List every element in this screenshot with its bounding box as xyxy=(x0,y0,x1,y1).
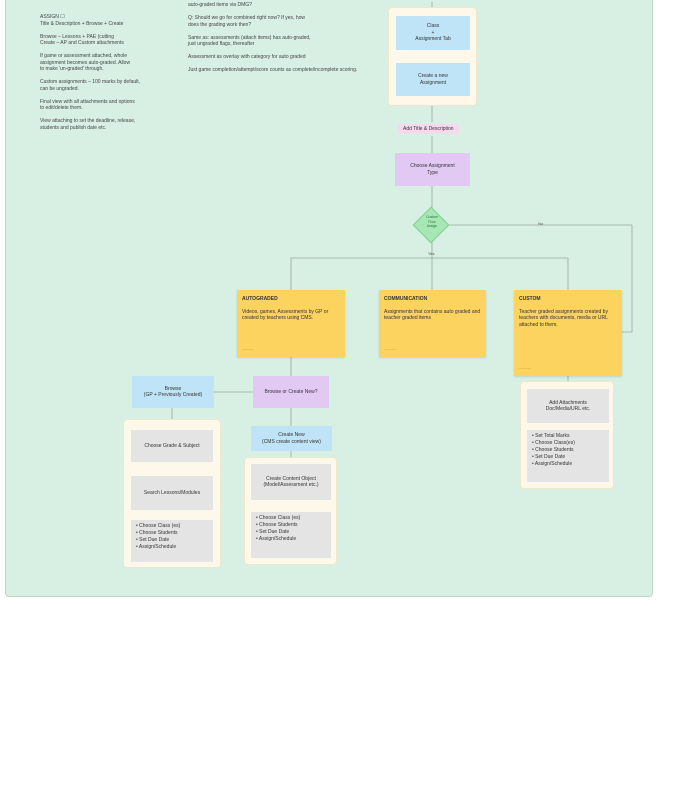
note-line: Q: Should we go for combined right now? … xyxy=(188,15,306,21)
note-line: Browse – Lessons + PAE (cutting xyxy=(40,33,114,40)
list-item: Choose Students xyxy=(532,447,604,454)
sticky-communication-body: Assignments that contains auto graded an… xyxy=(384,308,481,322)
note-line: View attaching to set the deadline, rele… xyxy=(40,118,136,124)
browse-or-create-node[interactable]: Browse or Create New? xyxy=(253,376,329,408)
class-assignment-tab-node[interactable]: Class+Assignment Tab xyxy=(396,16,470,50)
list-item: Set Total Marks xyxy=(532,433,604,440)
note-line: Assessment as overlay with category for … xyxy=(188,54,306,60)
sticky-autograded-footer: ———— xyxy=(242,346,254,351)
note-line: If game or assessment attached, whole xyxy=(40,53,127,59)
sticky-custom-body: Teacher graded assignments created by te… xyxy=(519,308,608,328)
sticky-custom-title: CUSTOM xyxy=(519,296,541,302)
list-item: Choose Class (es) xyxy=(256,515,326,522)
note-line: ASSIGN ☐ xyxy=(40,14,65,20)
create-steps-list: Choose Class (es) Choose Students Set Du… xyxy=(251,512,331,558)
edge-label-no: No xyxy=(538,221,544,226)
list-item: Choose Students xyxy=(136,530,208,537)
note-line: assignment becomes auto-graded. Allow xyxy=(40,59,131,66)
note-line: to make 'un-graded' through. xyxy=(40,66,104,72)
list-item: Set Due Date xyxy=(136,537,208,544)
sticky-custom-footer: ———— xyxy=(519,365,531,370)
note-line: auto-graded items via DMG? xyxy=(188,2,252,8)
custom-steps-list: Set Total Marks Choose Class(es) Choose … xyxy=(527,430,609,482)
list-item: Assign/Schedule xyxy=(136,544,208,551)
browse-steps-list: Choose Class (es) Choose Students Set Du… xyxy=(131,520,213,562)
list-item: Assign/Schedule xyxy=(256,536,326,543)
note-line: Same as: assessments (attach items) has … xyxy=(188,34,311,41)
list-item: Set Due Date xyxy=(532,454,604,461)
sticky-communication-title: COMMUNICATION xyxy=(384,296,428,302)
browse-node[interactable]: Browse(GP + Previously Created) xyxy=(132,376,214,408)
list-item: Choose Class(es) xyxy=(532,440,604,447)
note-line: Create – AP and Custom attachments xyxy=(40,40,124,46)
list-item: Set Due Date xyxy=(256,529,326,536)
sticky-autograded-body: Videos, games, Assessments by GP or crea… xyxy=(242,308,329,322)
choose-grade-subject-node[interactable]: Choose Grade & Subject xyxy=(131,430,213,462)
add-title-description-node[interactable]: Add Title & Description xyxy=(398,124,459,134)
sticky-custom[interactable]: CUSTOM Teacher graded assignments create… xyxy=(514,290,622,376)
list-item: Assign/Schedule xyxy=(532,461,604,468)
sticky-autograded-title: AUTOGRADED xyxy=(242,296,278,302)
note-line: can be ungraded. xyxy=(40,85,79,92)
sticky-communication-footer: ———— xyxy=(384,346,396,351)
edge-label-yes: Yes xyxy=(428,251,435,256)
note-line: Custom assignments – 100 marks by defaul… xyxy=(40,79,141,85)
note-line: students and publish date etc. xyxy=(40,124,107,131)
sticky-communication[interactable]: COMMUNICATION Assignments that contains … xyxy=(379,290,486,357)
create-content-object-node[interactable]: Create Content Object(Model/Assessment e… xyxy=(251,464,331,500)
note-line: just ungraded flags, thereafter xyxy=(188,41,255,47)
note-line: Just game completion/attempt/score count… xyxy=(188,67,358,73)
search-lessons-modules-node[interactable]: Search Lessons/Modules xyxy=(131,476,213,510)
sticky-autograded[interactable]: AUTOGRADED Videos, games, Assessments by… xyxy=(237,290,345,357)
note-line: to edit/delete them. xyxy=(40,105,83,111)
note-line: does the grading work then? xyxy=(188,21,252,28)
note-line: Final view with all attachments and opti… xyxy=(40,98,135,105)
note-line: Title & Description + Browse + Create xyxy=(40,20,124,27)
list-item: Choose Class (es) xyxy=(136,523,208,530)
create-new-node[interactable]: Create New(CMS create content view) xyxy=(251,426,332,451)
list-item: Choose Students xyxy=(256,522,326,529)
